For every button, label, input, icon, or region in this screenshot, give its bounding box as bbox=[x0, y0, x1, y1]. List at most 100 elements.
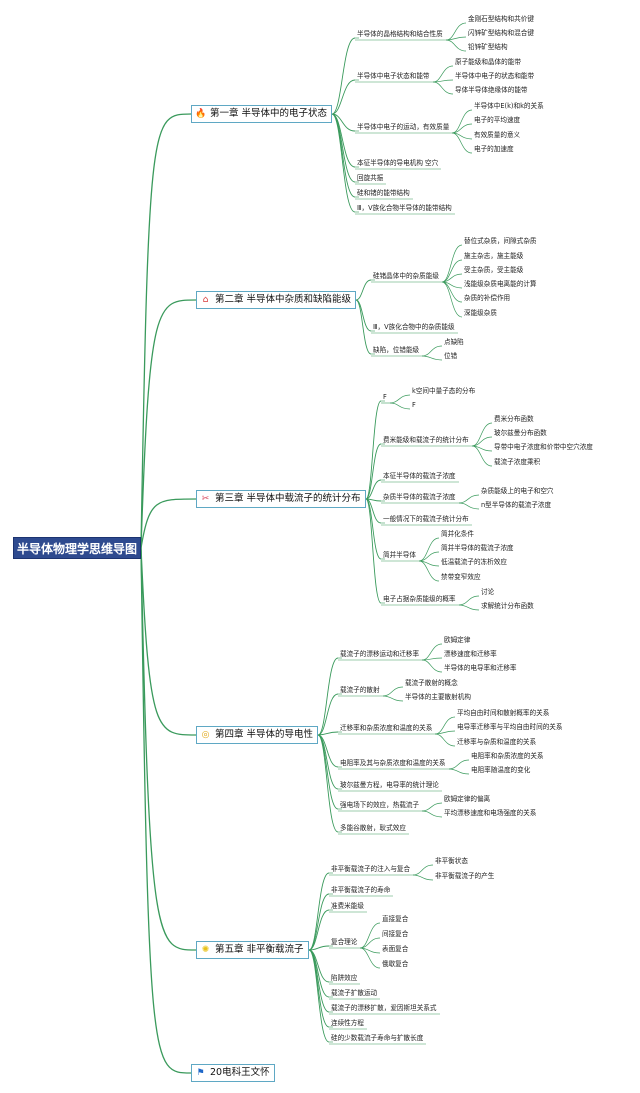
leaf-node[interactable]: 金刚石型结构和共价键 bbox=[468, 15, 534, 23]
sub-node[interactable]: 非平衡载流子的注入与复合 bbox=[331, 865, 411, 873]
sub-node[interactable]: 电阻率及其与杂质浓度和温度的关系 bbox=[340, 759, 446, 767]
leaf-node[interactable]: 受主杂质，受主能级 bbox=[464, 266, 524, 274]
leaf-node[interactable]: 铅锌矿型结构 bbox=[468, 43, 508, 51]
root-node[interactable]: 半导体物理学思维导图 bbox=[13, 537, 141, 559]
leaf-node[interactable]: 施主杂志，施主能级 bbox=[464, 252, 524, 260]
sub-node[interactable]: 硅的少数载流子寿命与扩散长度 bbox=[331, 1034, 424, 1042]
leaf-node[interactable]: k空间中量子态的分布 bbox=[412, 387, 476, 395]
sub-leaf-link bbox=[441, 281, 463, 303]
sub-leaf-link bbox=[359, 922, 381, 949]
sub-node[interactable]: 连续性方程 bbox=[331, 1019, 364, 1027]
leaf-node[interactable]: 电阻率随温度的变化 bbox=[471, 766, 531, 774]
chapter-sub-link bbox=[308, 893, 330, 951]
leaf-node[interactable]: 闪锌矿型结构和混合键 bbox=[468, 29, 534, 37]
sub-node[interactable]: 电子占据杂质能级的概率 bbox=[383, 595, 456, 603]
leaf-node[interactable]: 平均自由时间和散射概率的关系 bbox=[457, 709, 550, 717]
leaf-node[interactable]: 半导体中电子的状态和能带 bbox=[455, 72, 535, 80]
chapter-node[interactable]: 🔥第一章 半导体中的电子状态 bbox=[191, 105, 333, 123]
sub-node[interactable]: 缺陷，位错能级 bbox=[373, 346, 420, 354]
leaf-node[interactable]: 点缺陷 bbox=[444, 338, 464, 346]
sub-node[interactable]: 半导体中电子的运动，有效质量 bbox=[357, 123, 450, 131]
leaf-node[interactable]: 直接复合 bbox=[382, 915, 409, 923]
leaf-node[interactable]: 位错 bbox=[444, 352, 458, 360]
leaf-node[interactable]: 非平衡状态 bbox=[435, 857, 468, 865]
sub-node[interactable]: 本征半导体的载流子浓度 bbox=[383, 472, 456, 480]
sub-node[interactable]: 多能谷散射，耿式效应 bbox=[340, 824, 406, 832]
leaf-node[interactable]: 电阻率和杂质浓度的关系 bbox=[471, 752, 544, 760]
leaf-node[interactable]: 俄歇复合 bbox=[382, 960, 409, 968]
leaf-node[interactable]: 玻尔兹曼分布函数 bbox=[494, 429, 547, 437]
leaf-node[interactable]: 导带中电子浓度和价带中空穴浓度 bbox=[494, 443, 593, 451]
chapter-sub-link bbox=[308, 909, 330, 951]
sub-leaf-link bbox=[458, 604, 480, 611]
leaf-node[interactable]: 简并半导体的载流子浓度 bbox=[441, 544, 514, 552]
sub-node[interactable]: 本征半导体的导电机构 空穴 bbox=[357, 159, 439, 167]
sub-node[interactable]: 准费米能级 bbox=[331, 902, 364, 910]
sub-node[interactable]: Ⅲ，Ⅴ族化合物中的杂质能级 bbox=[373, 323, 455, 331]
sub-node[interactable]: 回旋共振 bbox=[357, 174, 384, 182]
leaf-node[interactable]: 替位式杂质，间隙式杂质 bbox=[464, 237, 537, 245]
sub-node[interactable]: 半导体中电子状态和能带 bbox=[357, 72, 430, 80]
leaf-node[interactable]: 迁移率与杂质和温度的关系 bbox=[457, 738, 537, 746]
chapter-sub-link bbox=[317, 693, 339, 736]
leaf-node[interactable]: 杂质的补偿作用 bbox=[464, 294, 511, 302]
leaf-node[interactable]: 半导体的主要散射机构 bbox=[405, 693, 471, 701]
leaf-node[interactable]: n型半导体的载流子浓度 bbox=[481, 501, 552, 509]
leaf-node[interactable]: 欧姆定律 bbox=[444, 636, 471, 644]
leaf-node[interactable]: 非平衡载流子的产生 bbox=[435, 872, 495, 880]
leaf-node[interactable]: F bbox=[412, 401, 416, 409]
leaf-node[interactable]: 求解统计分布函数 bbox=[481, 602, 534, 610]
leaf-node[interactable]: 浅能级杂质电离能的计算 bbox=[464, 280, 537, 288]
leaf-node[interactable]: 间接复合 bbox=[382, 930, 409, 938]
leaf-node[interactable]: 禁带变窄效应 bbox=[441, 573, 481, 581]
leaf-node[interactable]: 导体半导体绝缘体的能带 bbox=[455, 86, 528, 94]
sub-node[interactable]: 硅和锗的能带结构 bbox=[357, 189, 410, 197]
sub-node[interactable]: 强电场下的效应，热载流子 bbox=[340, 801, 420, 809]
leaf-node[interactable]: 平均漂移速度和电场强度的关系 bbox=[444, 809, 537, 817]
leaf-node[interactable]: 原子能级和晶体的能带 bbox=[455, 58, 521, 66]
sub-node[interactable]: 载流子扩散运动 bbox=[331, 989, 378, 997]
flag-icon: ⚑ bbox=[196, 1067, 205, 1078]
leaf-node[interactable]: 低温载流子的冻析效应 bbox=[441, 558, 507, 566]
sub-node[interactable]: 费米能级和载流子的统计分布 bbox=[383, 436, 469, 444]
chapter-node[interactable]: ⚑20电科王文怀 bbox=[191, 1064, 275, 1082]
sub-node[interactable]: 陷阱效应 bbox=[331, 974, 358, 982]
sub-node[interactable]: Ⅲ，Ⅴ族化合物半导体的能带结构 bbox=[357, 204, 452, 212]
sub-node[interactable]: 迁移率和杂质浓度和温度的关系 bbox=[340, 724, 433, 732]
leaf-node[interactable]: 漂移速度和迁移率 bbox=[444, 650, 497, 658]
leaf-node[interactable]: 深能级杂质 bbox=[464, 309, 497, 317]
sub-leaf-link bbox=[448, 759, 470, 770]
leaf-node[interactable]: 费米分布函数 bbox=[494, 415, 534, 423]
sub-node[interactable]: 一般情况下的载流子统计分布 bbox=[383, 515, 469, 523]
leaf-node[interactable]: 载流子散射的概念 bbox=[405, 679, 458, 687]
leaf-node[interactable]: 电导率迁移率与平均自由时间的关系 bbox=[457, 723, 563, 731]
leaf-node[interactable]: 欧姆定律的偏离 bbox=[444, 795, 491, 803]
leaf-node[interactable]: 简并化条件 bbox=[441, 530, 474, 538]
leaf-node[interactable]: 讨论 bbox=[481, 588, 495, 596]
leaf-node[interactable]: 电子的加速度 bbox=[474, 145, 514, 153]
chapter-node[interactable]: ⌂第二章 半导体中杂质和缺陷能级 bbox=[196, 291, 357, 309]
sub-node[interactable]: 杂质半导体的载流子浓度 bbox=[383, 493, 456, 501]
sub-node[interactable]: F bbox=[383, 393, 387, 401]
chapter-node[interactable]: ◎第四章 半导体的导电性 bbox=[196, 726, 319, 744]
sub-node[interactable]: 载流子的漂移运动和迁移率 bbox=[340, 650, 420, 658]
leaf-node[interactable]: 杂质能级上的电子和空穴 bbox=[481, 487, 554, 495]
sub-node[interactable]: 载流子的漂移扩散，爱因斯坦关系式 bbox=[331, 1004, 437, 1012]
sub-leaf-link bbox=[441, 259, 463, 283]
sub-node[interactable]: 非平衡载流子的寿命 bbox=[331, 886, 391, 894]
sub-node[interactable]: 硅锗晶体中的杂质能级 bbox=[373, 272, 439, 280]
sub-node[interactable]: 复合理论 bbox=[331, 938, 358, 946]
leaf-node[interactable]: 半导体的电导率和迁移率 bbox=[444, 664, 517, 672]
leaf-node[interactable]: 表面复合 bbox=[382, 945, 409, 953]
sub-node[interactable]: 载流子的散射 bbox=[340, 686, 380, 694]
leaf-node[interactable]: 半导体中E(k)和k的关系 bbox=[474, 102, 544, 110]
leaf-node[interactable]: 载流子浓度乘积 bbox=[494, 458, 541, 466]
chapter-node[interactable]: ✂第三章 半导体中载流子的统计分布 bbox=[196, 490, 366, 508]
leaf-node[interactable]: 电子的平均速度 bbox=[474, 116, 521, 124]
leaf-node[interactable]: 有效质量的意义 bbox=[474, 131, 521, 139]
sub-node[interactable]: 半导体的晶格结构和结合性质 bbox=[357, 30, 443, 38]
sub-leaf-link bbox=[412, 874, 434, 881]
sub-node[interactable]: 玻尔兹曼方程，电导率的统计理论 bbox=[340, 781, 439, 789]
chapter-node[interactable]: ✺第五章 非平衡载流子 bbox=[196, 941, 309, 959]
sub-node[interactable]: 简并半导体 bbox=[383, 551, 416, 559]
